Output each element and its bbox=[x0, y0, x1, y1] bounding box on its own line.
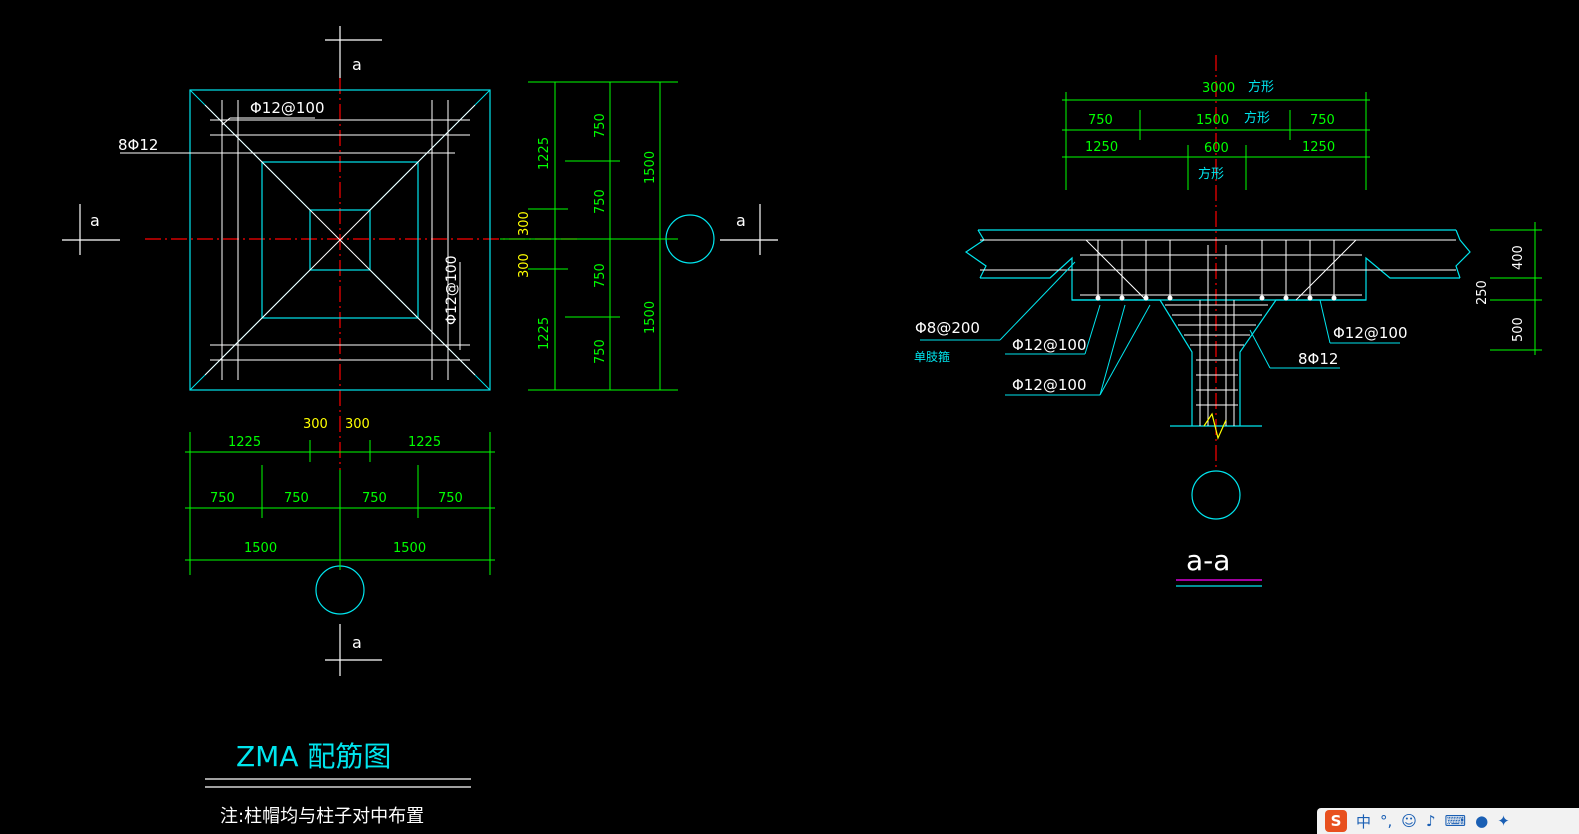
section-dimension-lines bbox=[1062, 92, 1370, 190]
plan-dim-right-total-1: 1500 bbox=[643, 151, 658, 184]
section-marker-bottom bbox=[325, 624, 382, 676]
plan-dim-right-inner-1: 750 bbox=[593, 113, 608, 138]
section-axis-bubble bbox=[1191, 470, 1241, 520]
sogou-ime-icon[interactable]: S bbox=[1325, 810, 1347, 832]
plan-dim-bottom-row2-4: 750 bbox=[438, 491, 463, 506]
plan-dim-right-center-1: 300 bbox=[517, 211, 532, 236]
plan-dim-bottom-row3-1: 1500 bbox=[244, 541, 277, 556]
plan-view: Φ12@100 8Φ12 Φ12@100 a a a a bbox=[62, 26, 778, 827]
punctuation-icon[interactable]: °, bbox=[1380, 812, 1393, 830]
section-marker-top bbox=[325, 26, 382, 78]
plan-rebar-top-label: Φ12@100 bbox=[250, 99, 325, 117]
emoji-icon[interactable]: ☺ bbox=[1401, 812, 1417, 830]
section-rebar-label-d: 8Φ12 bbox=[1298, 350, 1338, 368]
plan-dim-bottom-row1-2: 1225 bbox=[408, 435, 441, 450]
plan-dim-right-center-2: 300 bbox=[517, 253, 532, 278]
keyboard-icon[interactable]: ⌨ bbox=[1444, 812, 1467, 830]
section-dim-side-b-right: 1250 bbox=[1302, 140, 1335, 155]
plan-rebar-side-label: Φ12@100 bbox=[444, 255, 460, 325]
section-rebar-label-b: Φ12@100 bbox=[1012, 376, 1087, 394]
section-stirrup-label: Φ8@200 bbox=[915, 319, 980, 337]
plan-dim-right-inner-3: 750 bbox=[593, 263, 608, 288]
axis-bubble-bottom bbox=[315, 565, 365, 615]
plan-dim-bottom-row2-2: 750 bbox=[284, 491, 309, 506]
drawing-title: ZMA 配筋图 bbox=[236, 740, 391, 773]
section-rebar-label-a: Φ12@100 bbox=[1012, 336, 1087, 354]
leader-line bbox=[221, 117, 231, 126]
plan-dim-right-outer-1: 1225 bbox=[537, 137, 552, 170]
section-rebar-label-c: Φ12@100 bbox=[1333, 324, 1408, 342]
break-line bbox=[1203, 412, 1227, 440]
ime-toolbar[interactable]: S 中 °, ☺ ♪ ⌨ ● ✦ bbox=[1317, 808, 1579, 834]
section-mark-top: a bbox=[352, 55, 362, 74]
settings-icon[interactable]: ✦ bbox=[1497, 812, 1510, 830]
plan-dim-bottom-row2-3: 750 bbox=[362, 491, 387, 506]
section-concrete-outline bbox=[964, 229, 1471, 427]
plan-bottom-dimension-lines bbox=[185, 432, 495, 575]
drawing-note: 注:柱帽均与柱子对中布置 bbox=[220, 806, 424, 827]
skin-icon[interactable]: ● bbox=[1475, 812, 1489, 830]
section-stirrup-note: 单肢箍 bbox=[914, 349, 950, 364]
section-view: 3000 方形 750 1500 方形 750 1250 600 1250 方形 bbox=[914, 55, 1542, 587]
section-title: a-a bbox=[1186, 544, 1230, 577]
plan-dim-bottom-center-1: 300 bbox=[303, 417, 328, 432]
section-dim-side-b-left: 1250 bbox=[1085, 140, 1118, 155]
section-shape-label-1: 方形 bbox=[1248, 79, 1274, 95]
plan-dim-bottom-row3-2: 1500 bbox=[393, 541, 426, 556]
section-mark-left: a bbox=[90, 211, 100, 230]
section-dim-right-1: 400 bbox=[1511, 245, 1526, 270]
plan-right-dimension-lines bbox=[500, 81, 678, 391]
section-marker-right bbox=[720, 204, 778, 255]
section-dim-total: 3000 bbox=[1202, 81, 1235, 96]
section-shape-label-3: 方形 bbox=[1198, 166, 1224, 182]
drop-panel-outline bbox=[261, 161, 419, 319]
cap-outline bbox=[189, 89, 491, 391]
section-marker-left bbox=[62, 204, 120, 255]
plan-dim-bottom-row1-1: 1225 bbox=[228, 435, 261, 450]
section-leaders bbox=[920, 261, 1400, 396]
section-dim-right-2: 250 bbox=[1475, 280, 1490, 305]
column-outline bbox=[309, 209, 371, 271]
section-dim-side-a-left: 750 bbox=[1088, 113, 1113, 128]
plan-dim-right-inner-4: 750 bbox=[593, 339, 608, 364]
plan-rebar-grid bbox=[204, 100, 476, 380]
section-dim-mid: 1500 bbox=[1196, 113, 1229, 128]
section-dim-col: 600 bbox=[1204, 141, 1229, 156]
plan-rebar-count-label: 8Φ12 bbox=[118, 136, 158, 154]
plan-dim-right-total-2: 1500 bbox=[643, 301, 658, 334]
section-right-dimension-lines bbox=[1490, 222, 1542, 355]
section-dim-side-a-right: 750 bbox=[1310, 113, 1335, 128]
section-stirrups bbox=[1097, 240, 1335, 295]
section-shape-label-2: 方形 bbox=[1244, 110, 1270, 126]
section-dim-right-3: 500 bbox=[1511, 317, 1526, 342]
plan-dim-right-inner-2: 750 bbox=[593, 189, 608, 214]
chinese-input-icon[interactable]: 中 bbox=[1356, 812, 1372, 831]
section-mark-bottom: a bbox=[352, 633, 362, 652]
plan-dim-right-outer-2: 1225 bbox=[537, 317, 552, 350]
section-rebar-dots bbox=[1095, 295, 1337, 301]
plan-dim-bottom-row2-1: 750 bbox=[210, 491, 235, 506]
plan-dim-bottom-center-2: 300 bbox=[345, 417, 370, 432]
section-mark-right: a bbox=[736, 211, 746, 230]
microphone-icon[interactable]: ♪ bbox=[1425, 812, 1436, 830]
section-rebars bbox=[980, 239, 1456, 426]
